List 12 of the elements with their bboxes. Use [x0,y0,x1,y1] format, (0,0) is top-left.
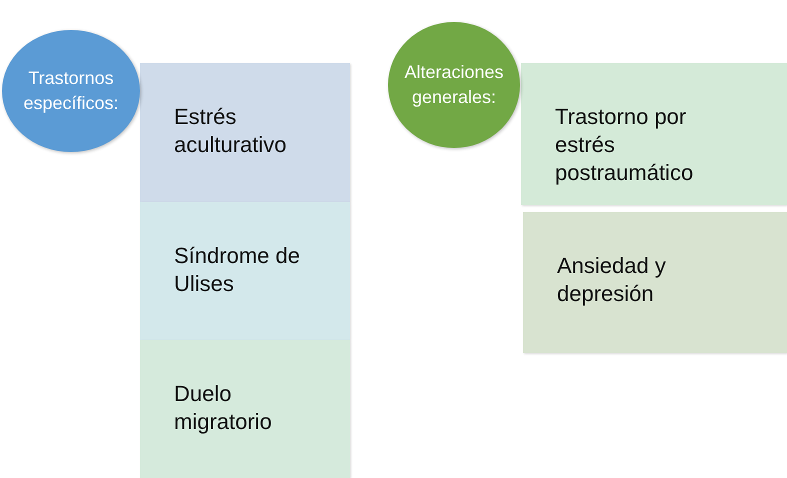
category-label: Alteraciones generales: [403,61,505,109]
item-label: Estrés aculturativo [174,103,288,159]
item-box [140,202,350,340]
item-box [140,63,350,202]
item-box [521,63,787,205]
item-box [523,212,787,353]
item-box [140,340,350,478]
item-label: Ansiedad y depresión [557,252,667,308]
category-label: Trastornos específicos: [22,67,120,115]
item-label: Síndrome de Ulises [174,242,301,298]
item-label: Duelo migratorio [174,380,273,436]
item-label: Trastorno por estrés postraumático [555,103,694,187]
